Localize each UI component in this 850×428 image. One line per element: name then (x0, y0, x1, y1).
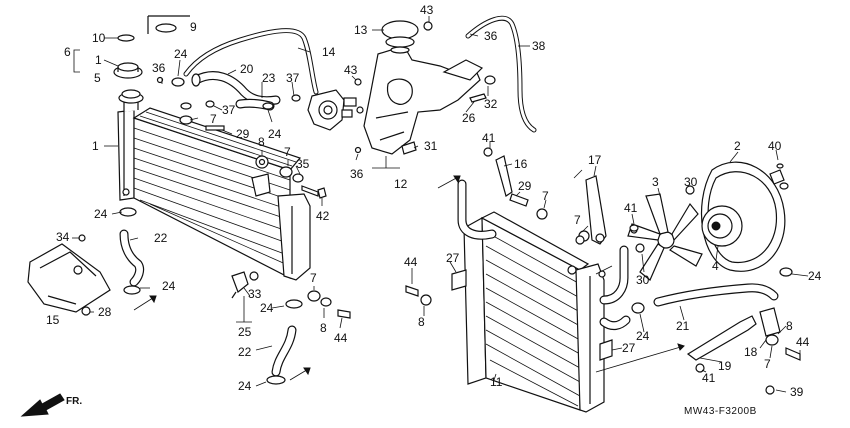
callout-16: 16 (514, 157, 528, 171)
callout-30-top: 30 (684, 175, 698, 189)
left-radiator (117, 89, 311, 281)
front-direction-arrow: FR. (20, 393, 82, 417)
connecting-hose-21 (631, 283, 779, 314)
callout-1-upper: 1 (95, 53, 102, 67)
callout-10: 10 (92, 31, 106, 45)
callout-19: 19 (718, 359, 732, 373)
upper-bracket (483, 147, 548, 220)
callout-2: 2 (734, 139, 741, 153)
reserve-tank (354, 20, 496, 155)
callout-37-right: 37 (286, 71, 300, 85)
callout-37-left: 37 (222, 103, 236, 117)
callout-23: 23 (262, 71, 276, 85)
callout-36-left: 36 (152, 61, 166, 75)
callout-22-lower: 22 (238, 345, 252, 359)
callout-34: 34 (56, 230, 70, 244)
callout-43-mid: 43 (344, 63, 358, 77)
lower-hose-22 (119, 207, 145, 295)
callout-18: 18 (744, 345, 758, 359)
callout-11: 11 (490, 375, 503, 389)
callout-8-upper: 8 (258, 135, 265, 149)
callout-24-lower-right: 24 (636, 329, 650, 343)
callout-41-fan: 41 (624, 201, 638, 215)
callout-24-bracket: 24 (162, 279, 176, 293)
fan-motor (700, 161, 793, 277)
callout-39: 39 (790, 385, 804, 399)
callout-13: 13 (354, 23, 368, 37)
callout-32: 32 (484, 97, 498, 111)
callout-5: 5 (94, 71, 101, 85)
callout-7-bracket: 7 (542, 189, 549, 203)
callout-14: 14 (322, 45, 336, 59)
hose-clamps (156, 76, 301, 131)
callout-17: 17 (588, 153, 602, 167)
overflow-tube (465, 15, 537, 133)
callout-28: 28 (98, 305, 112, 319)
siphon-tube (183, 28, 319, 95)
shroud-bracket (27, 234, 111, 316)
callout-42: 42 (316, 209, 330, 223)
callout-1: 1 (92, 139, 99, 153)
callout-36-top: 36 (484, 29, 498, 43)
callout-7-upper: 7 (210, 112, 217, 126)
lower-stay (686, 307, 801, 395)
callout-6: 6 (64, 45, 71, 59)
right-radiator (451, 179, 631, 413)
callout-41-bottom: 41 (702, 371, 716, 385)
callout-24-bottom: 24 (238, 379, 252, 393)
thermostat-housing (307, 89, 357, 131)
callout-24-right: 24 (808, 269, 822, 283)
callout-35: 35 (296, 157, 310, 171)
callout-38: 38 (532, 39, 546, 53)
callout-20: 20 (240, 62, 254, 76)
callout-8-center: 8 (418, 315, 425, 329)
callout-22-upper: 22 (154, 231, 168, 245)
callout-27-lower: 27 (622, 341, 636, 355)
callout-36-bottom: 36 (350, 167, 364, 181)
radiator-cap (113, 62, 143, 79)
callout-8-right: 8 (786, 319, 793, 333)
callout-24-left: 24 (94, 207, 108, 221)
fasteners-right (405, 224, 639, 306)
callout-24-mid: 24 (268, 127, 282, 141)
callout-7-mid: 7 (284, 145, 291, 159)
callout-7-fan: 7 (574, 213, 581, 227)
callout-4: 4 (712, 259, 719, 273)
callout-43-top: 43 (420, 3, 434, 17)
front-direction-label: FR. (66, 396, 82, 407)
fasteners-lower (307, 290, 351, 319)
callout-8-lower: 8 (320, 321, 327, 335)
temperature-sensor (231, 271, 259, 299)
callout-40: 40 (768, 139, 782, 153)
callout-31: 31 (424, 139, 438, 153)
callout-44-left: 44 (334, 331, 348, 345)
callout-30-bottom: 30 (636, 273, 650, 287)
callout-33: 33 (248, 287, 262, 301)
callout-41-top: 41 (482, 131, 496, 145)
callout-24-top: 24 (174, 47, 188, 61)
callout-3: 3 (652, 175, 659, 189)
callout-15: 15 (46, 313, 60, 327)
callout-44-right: 44 (796, 335, 810, 349)
callout-29-left: 29 (236, 127, 250, 141)
callout-9: 9 (190, 20, 197, 34)
callout-21: 21 (676, 319, 690, 333)
callout-25: 25 (238, 325, 252, 339)
fan-stay (578, 175, 607, 245)
diagram-code: MW43-F3200B (684, 406, 757, 417)
callout-44-center: 44 (404, 255, 418, 269)
callout-26: 26 (462, 111, 476, 125)
callout-29-right: 29 (518, 179, 532, 193)
leader-lines (72, 16, 809, 393)
callout-labels: 9 10 6 5 1 1 24 36 20 14 23 37 37 7 29 2… (46, 3, 822, 399)
callout-7-lower: 7 (310, 271, 317, 285)
callout-27-upper: 27 (446, 251, 460, 265)
assembly-arrows (133, 169, 685, 381)
callout-7-right: 7 (764, 357, 771, 371)
callout-12: 12 (394, 177, 408, 191)
callout-24-sensor: 24 (260, 301, 274, 315)
lower-hose-22b (266, 299, 303, 385)
fasteners-left (255, 155, 327, 199)
